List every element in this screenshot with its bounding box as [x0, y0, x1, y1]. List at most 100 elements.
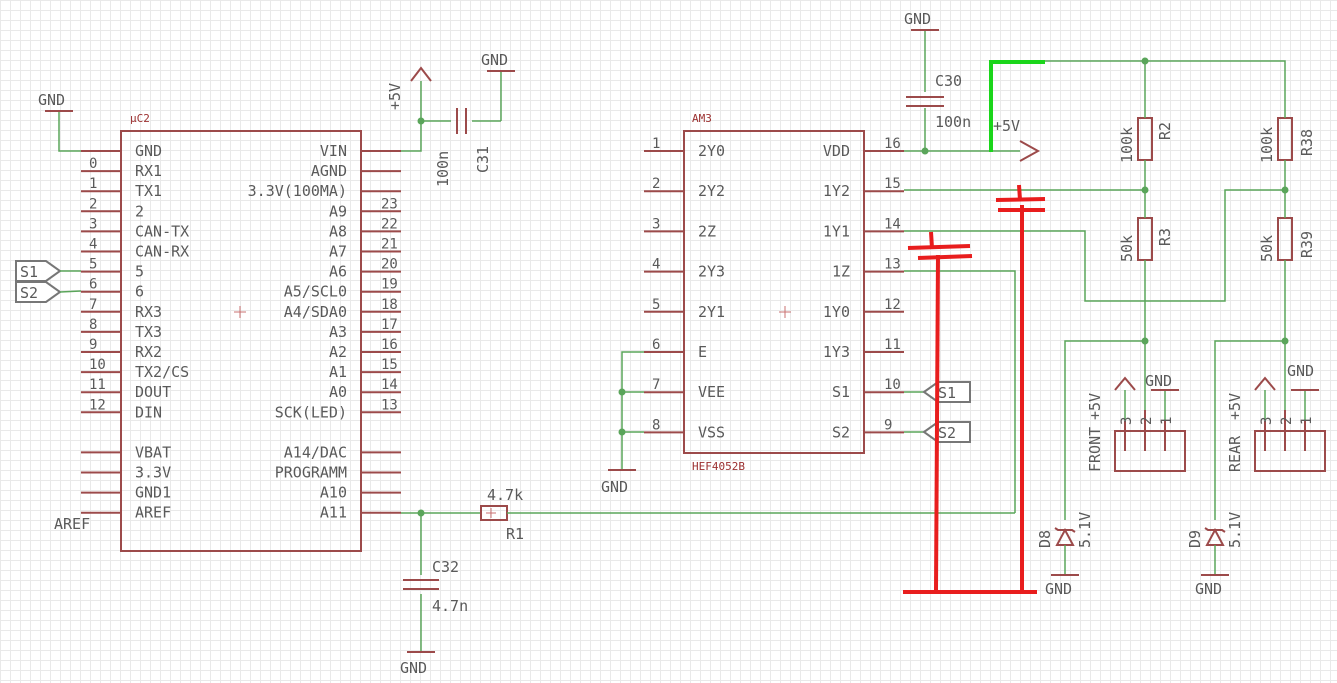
connector-rear[interactable]: GND 3 2 1 REAR +5V	[1226, 362, 1326, 472]
pin-name: A9	[329, 202, 347, 220]
pin-name: A3	[329, 323, 347, 341]
pin-number: 15	[381, 357, 398, 373]
pin-name: VIN	[320, 142, 347, 160]
pin-number: 4	[89, 237, 97, 253]
mcu-left-pin: 3.3V	[81, 464, 171, 482]
pin-number: 1	[89, 176, 97, 192]
pin-number: 23	[381, 196, 398, 212]
pin-name: VDD	[823, 142, 850, 160]
pin-name: A0	[329, 383, 347, 401]
pin-name: CAN-RX	[135, 243, 189, 261]
mcu-right-pin: PROGRAMM	[275, 464, 401, 482]
a10-net	[401, 509, 481, 575]
plus5v-label: +5V	[386, 83, 404, 110]
rear-label: REAR	[1226, 435, 1244, 472]
mcu-right-pin: SCK(LED)13	[275, 397, 401, 421]
d9-gnd-label: GND	[1195, 580, 1222, 598]
pin-number: 12	[89, 397, 106, 413]
pin-number: 8	[89, 317, 97, 333]
pin-number: 10	[89, 357, 106, 373]
capacitor-c31[interactable]: GND 100n C31	[434, 51, 515, 187]
pin-name: S2	[832, 423, 850, 441]
pin-name: RX2	[135, 343, 162, 361]
pin-name: 1Y3	[823, 343, 850, 361]
mux-gnd-label: GND	[601, 478, 628, 496]
pin-name: A1	[329, 363, 347, 381]
pin-name: 5	[135, 263, 144, 281]
c32-value: 4.7n	[432, 597, 468, 615]
d9-name: D9	[1186, 530, 1204, 548]
c30-gnd-label: GND	[904, 10, 931, 28]
vdd-net: +5V	[904, 108, 1041, 162]
pin-number: 19	[381, 277, 398, 293]
pin-number: 2	[652, 176, 660, 192]
d8-name: D8	[1036, 530, 1054, 548]
s1-port-left[interactable]: S1	[15, 260, 81, 282]
zener-d8[interactable]: GND D8 5.1V	[1036, 340, 1145, 598]
c31-gnd-label: GND	[481, 51, 508, 69]
mcu-right-pin: A9 23	[329, 196, 401, 220]
r39-value: 50k	[1258, 235, 1276, 262]
mcu-right-pin: A14/DAC	[284, 443, 401, 461]
pin-name: VBAT	[135, 443, 171, 461]
pin-number: 3	[652, 216, 660, 232]
c30-value: 100n	[935, 113, 971, 131]
gnd-label: GND	[38, 91, 65, 109]
r1-name: R1	[506, 525, 524, 543]
s2-port-left[interactable]: S2	[15, 281, 82, 303]
resistor-r38[interactable]: 100k R38	[1258, 90, 1316, 190]
pin-number: 20	[381, 257, 398, 273]
mcu-left-pin: 22	[81, 196, 144, 220]
svg-text:S1: S1	[938, 384, 956, 402]
capacitor-c32[interactable]: C32 4.7n GND	[400, 558, 468, 677]
pin-number: 12	[884, 297, 901, 313]
pin-name: 2Y0	[698, 142, 725, 160]
mcu-left-pin: GND	[81, 142, 162, 160]
resistor-r1[interactable]: 4.7k R1	[480, 486, 1015, 543]
svg-text:3: 3	[1259, 417, 1275, 425]
svg-text:1: 1	[1159, 417, 1175, 425]
mcu-right-pin: AGND	[311, 162, 401, 180]
pin-number: 21	[381, 237, 398, 253]
resistor-r39[interactable]: 50k R39	[1258, 190, 1316, 410]
zener-d9[interactable]: GND D9 5.1V	[1186, 340, 1285, 598]
pin-name: AREF	[135, 504, 171, 522]
rear-gnd-label: GND	[1287, 362, 1314, 380]
capacitor-c30[interactable]: GND C30 100n	[904, 10, 971, 131]
pin-number: 6	[89, 277, 97, 293]
pin-name: 1Y0	[823, 303, 850, 321]
pin-name: SCK(LED)	[275, 403, 347, 421]
pin-number: 13	[884, 257, 901, 273]
pin-name: A5/SCL0	[284, 283, 347, 301]
resistor-r3[interactable]: 50k R3	[1118, 190, 1174, 410]
mcu-left-pin: 66	[81, 277, 144, 301]
mux-body	[683, 130, 865, 454]
pin-name: GND	[135, 142, 162, 160]
pin-name: GND1	[135, 484, 171, 502]
mux-output-wires	[904, 186, 1289, 513]
mcu-right-pin: VIN	[320, 142, 401, 160]
d8-value: 5.1V	[1076, 512, 1094, 548]
pin-number: 5	[652, 297, 660, 313]
resistor-r2[interactable]: 100k R2	[1118, 90, 1174, 190]
mcu-left-pin: GND1	[81, 484, 171, 502]
pin-name: 1Y2	[823, 182, 850, 200]
mcu-body	[120, 130, 362, 552]
connector-front[interactable]: GND 3 2 1 FRONT +5V	[1086, 372, 1186, 472]
mcu-right-pin: A5/SCL0 19	[284, 277, 401, 301]
